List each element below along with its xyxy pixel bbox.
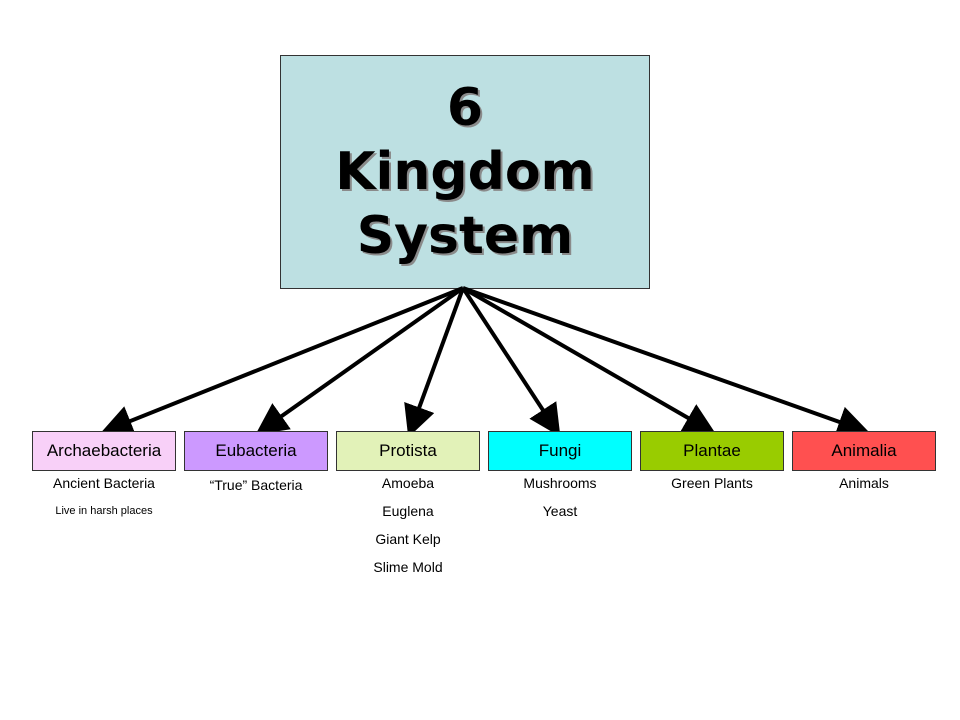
example-item: Slime Mold: [373, 559, 443, 575]
title-word-system: System: [356, 206, 574, 266]
kingdom-archaebacteria: Archaebacteria: [32, 431, 176, 471]
kingdom-label: Plantae: [683, 441, 741, 460]
example-item: Giant Kelp: [375, 531, 441, 547]
arrow-fungi: [461, 286, 561, 437]
arrow-animalia: [462, 286, 870, 438]
fungi-examples: Mushrooms Yeast: [488, 469, 632, 525]
example-item: Animals: [839, 475, 889, 491]
kingdom-animalia: Animalia: [792, 431, 936, 471]
arrow-protista: [404, 287, 465, 438]
animalia-examples: Animals: [792, 469, 936, 497]
kingdom-plantae: Plantae: [640, 431, 784, 471]
example-item: Amoeba: [381, 475, 435, 491]
kingdom-label: Archaebacteria: [46, 441, 162, 460]
kingdom-fungi: Fungi: [488, 431, 632, 471]
kingdom-eubacteria: Eubacteria: [184, 431, 328, 471]
kingdom-label: Fungi: [538, 441, 582, 460]
example-item: Euglena: [382, 503, 434, 519]
example-item: “True” Bacteria: [209, 477, 303, 493]
archaebacteria-examples: Ancient Bacteria Live in harsh places: [32, 469, 176, 525]
arrow-eubacteria: [255, 286, 465, 435]
kingdom-protista: Protista: [336, 431, 480, 471]
habitat-note: Live in harsh places: [55, 505, 153, 517]
example-item: Green Plants: [671, 475, 753, 491]
kingdom-label: Protista: [379, 441, 437, 460]
arrow-archaebacteria: [100, 286, 464, 436]
example-item: Mushrooms: [523, 475, 597, 491]
title-box: 6 Kingdom System: [280, 55, 650, 289]
example-item: Ancient Bacteria: [53, 475, 155, 491]
plantae-examples: Green Plants: [640, 469, 784, 497]
protista-examples: Amoeba Euglena Giant Kelp Slime Mold: [336, 469, 480, 581]
kingdom-label: Animalia: [831, 441, 897, 460]
example-item: Yeast: [542, 503, 578, 519]
eubacteria-examples: “True” Bacteria: [184, 471, 328, 499]
arrow-plantae: [462, 286, 716, 434]
kingdom-label: Eubacteria: [215, 441, 297, 460]
title-word-kingdom: Kingdom: [335, 142, 595, 202]
title-number: 6: [446, 78, 484, 138]
